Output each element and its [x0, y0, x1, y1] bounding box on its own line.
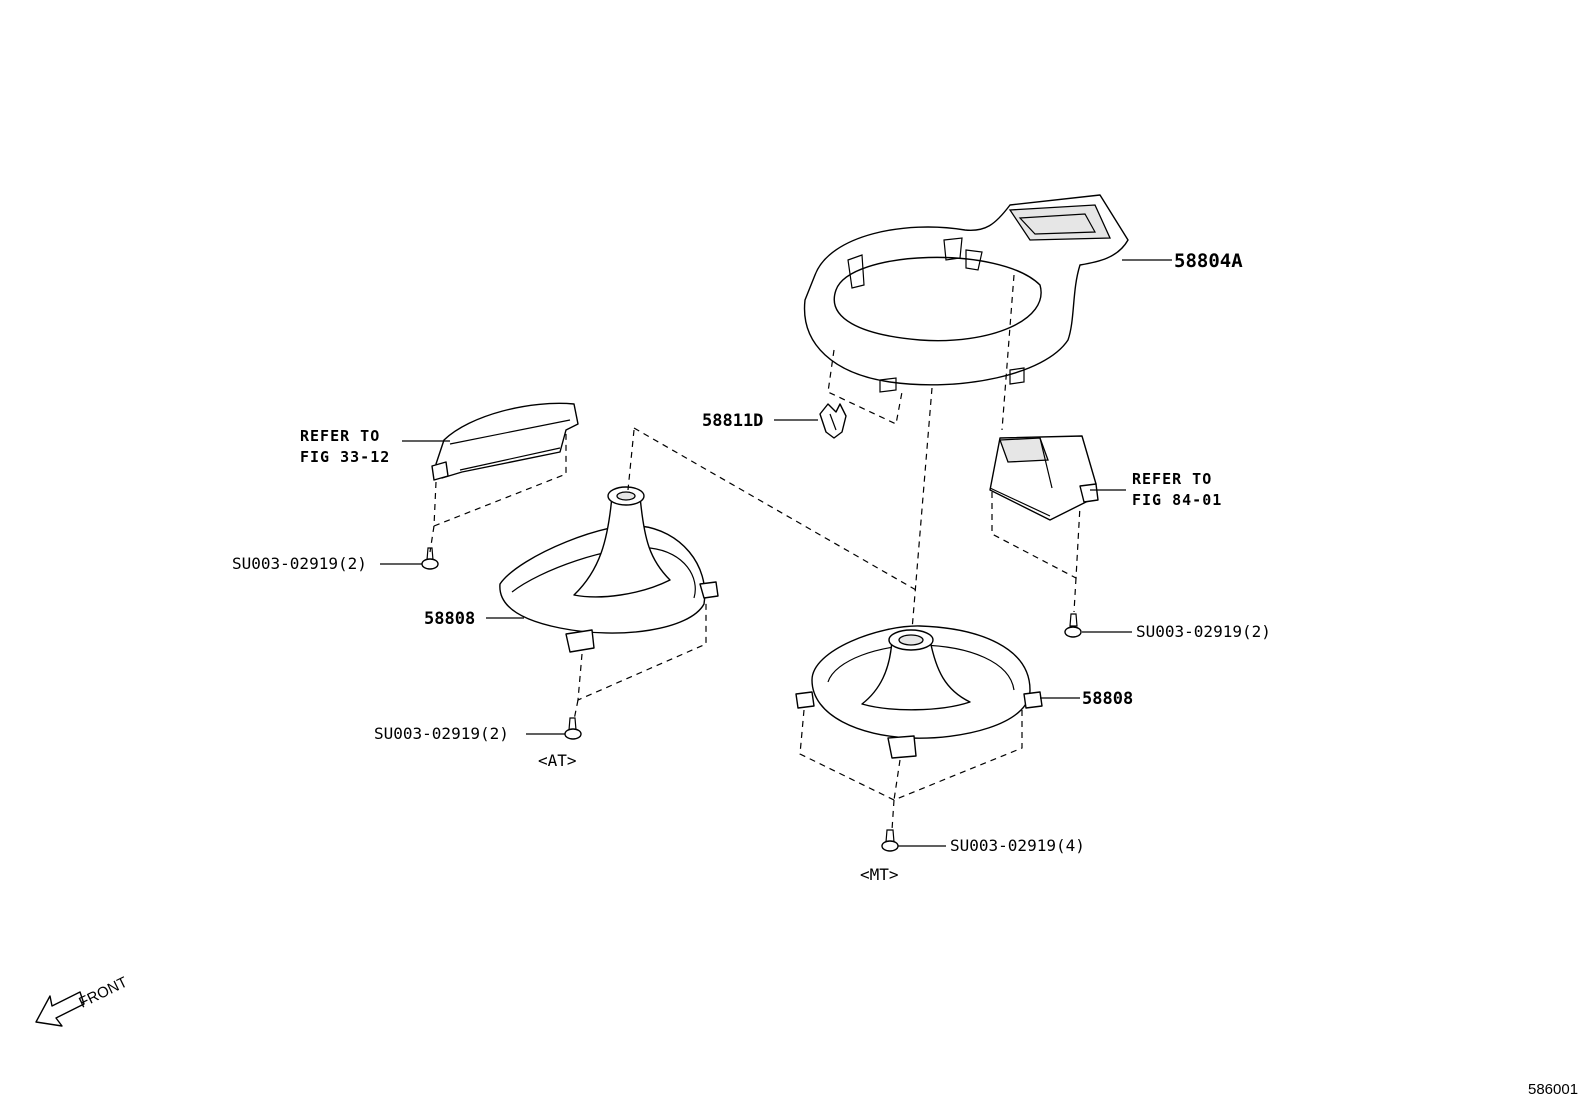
shift-bezel-58804a — [803, 194, 1129, 393]
screw-mt — [881, 829, 899, 852]
screw-left — [421, 547, 439, 570]
ref-right-line1: REFER TO — [1132, 470, 1212, 488]
shift-boot-at — [499, 486, 719, 653]
bracket-fig-84-01 — [989, 435, 1099, 521]
label-58808-at: 58808 — [424, 609, 475, 629]
label-screw-at-bottom: SU003-02919(2) — [374, 724, 509, 743]
clip-58811d — [819, 403, 847, 439]
screw-right — [1064, 613, 1082, 638]
screw-at-bottom — [564, 717, 582, 740]
front-label: FRONT — [76, 974, 130, 1012]
ref-right-line2: FIG 84-01 — [1132, 491, 1222, 509]
front-arrow-icon — [35, 991, 85, 1027]
label-58811d: 58811D — [702, 411, 763, 431]
variant-at: <AT> — [538, 751, 577, 770]
label-58804a: 58804A — [1174, 250, 1243, 272]
figure-number: 586001 — [1528, 1081, 1578, 1098]
shift-boot-mt — [795, 625, 1043, 759]
ref-left-line1: REFER TO — [300, 427, 380, 445]
variant-mt: <MT> — [860, 865, 899, 884]
ref-left-line2: FIG 33-12 — [300, 448, 390, 466]
bracket-fig-33-12 — [431, 402, 579, 481]
label-screw-at-left: SU003-02919(2) — [232, 554, 367, 573]
label-58808-mt: 58808 — [1082, 689, 1133, 709]
label-screw-right: SU003-02919(2) — [1136, 622, 1271, 641]
label-screw-mt: SU003-02919(4) — [950, 836, 1085, 855]
